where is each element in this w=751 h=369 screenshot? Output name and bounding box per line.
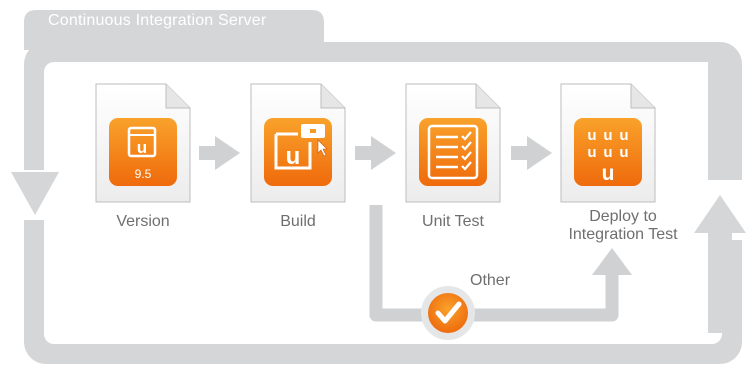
step-label-build: Build <box>280 213 316 230</box>
step-label-deploy: Deploy to Integration Test <box>568 208 678 243</box>
svg-text:u: u <box>137 138 147 157</box>
svg-text:u: u <box>286 143 301 170</box>
check-circle-icon <box>421 286 475 340</box>
svg-text:u: u <box>602 162 615 185</box>
step-arrow <box>199 136 240 170</box>
step-arrow <box>355 136 396 170</box>
loop-up-arrow <box>694 62 746 333</box>
version-badge: 9.5 <box>135 167 152 181</box>
step-label-version: Version <box>116 213 170 230</box>
server-title: Continuous Integration Server <box>48 12 267 29</box>
tile-deploy <box>574 118 642 186</box>
svg-text:u: u <box>587 127 596 144</box>
svg-text:u: u <box>619 144 628 161</box>
svg-text:u: u <box>603 144 612 161</box>
deploy-icon: u u u u u u u <box>587 127 628 185</box>
tile-unit-test <box>419 118 487 186</box>
svg-text:u: u <box>619 127 628 144</box>
branch-path <box>369 205 632 322</box>
step-label-unit-test: Unit Test <box>422 213 484 230</box>
tile-version <box>109 118 177 186</box>
step-arrow <box>511 136 552 170</box>
loop-down-arrow <box>11 170 59 298</box>
branch-label: Other <box>470 272 511 289</box>
version-icon: u <box>127 126 157 158</box>
svg-text:u: u <box>587 144 596 161</box>
svg-text:u: u <box>603 127 612 144</box>
build-icon: u <box>274 124 328 170</box>
checklist-icon <box>427 124 479 180</box>
